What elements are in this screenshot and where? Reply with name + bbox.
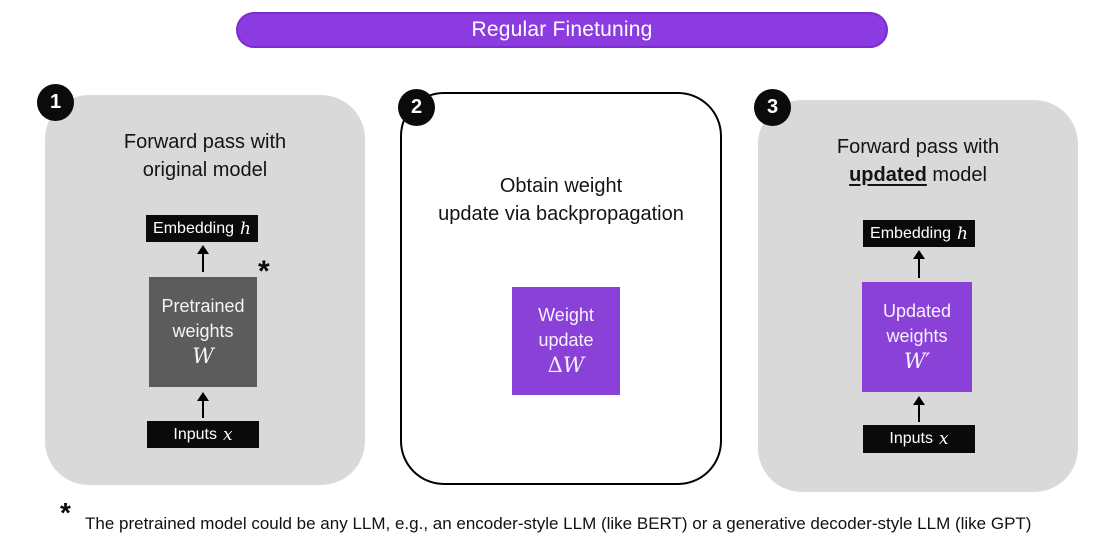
footnote-asterisk: *: [60, 497, 71, 528]
arrow-inputs-to-weights-updated-icon: [912, 396, 926, 422]
embedding-label: Embedding: [153, 219, 234, 237]
updated-weights-box: Updated weights W′: [862, 282, 972, 392]
embedding-box-original: Embedding h: [146, 215, 258, 242]
step-number-1: 1: [49, 91, 62, 113]
arrow-inputs-to-weights-icon: [196, 392, 210, 418]
step-badge-2: 2: [398, 89, 435, 126]
inputs-label-updated: Inputs: [889, 430, 933, 447]
weight-update-box: Weight update ΔW: [512, 287, 620, 395]
update-line1: Weight: [538, 305, 594, 325]
panel3-title-line2-rest: model: [926, 164, 987, 186]
update-line2: update: [538, 330, 594, 350]
update-var-delta: Δ: [547, 353, 563, 377]
panel2-title: Obtain weight update via backpropagation: [402, 172, 720, 228]
panel1-title-line2: original model: [142, 159, 268, 181]
panel2-title-line1: Obtain weight: [499, 175, 623, 197]
panel3-title-updated-word: updated: [849, 164, 927, 186]
inputs-label: Inputs: [173, 425, 217, 443]
panel2-title-line2: update via backpropagation: [438, 203, 684, 225]
embedding-var: h: [240, 218, 251, 239]
embedding-var-updated: h: [957, 223, 968, 244]
step-number-3: 3: [766, 96, 779, 118]
step-number-2: 2: [410, 96, 423, 118]
update-var-w: W: [562, 353, 585, 377]
weights-var: W: [192, 344, 214, 368]
pretrained-weights-box: Pretrained weights W: [149, 277, 257, 387]
inputs-var: x: [223, 424, 233, 445]
panel1-title: Forward pass with original model: [45, 128, 365, 184]
panel-weight-update: Obtain weight update via backpropagation…: [400, 92, 722, 485]
arrow-weights-to-embedding-icon: [196, 245, 210, 272]
footnote-text: The pretrained model could be any LLM, e…: [85, 514, 1032, 533]
panel-forward-pass-updated: Forward pass with updated model Embeddin…: [758, 100, 1078, 492]
embedding-box-updated: Embedding h: [863, 220, 975, 247]
panel1-title-line1: Forward pass with: [123, 131, 287, 153]
arrow-weights-to-embedding-updated-icon: [912, 250, 926, 278]
panel3-title-line1: Forward pass with: [836, 136, 1000, 158]
pretrained-box-asterisk: *: [258, 255, 270, 288]
panel3-title: Forward pass with updated model: [758, 133, 1078, 189]
embedding-label-updated: Embedding: [870, 224, 951, 242]
updated-weights-line2: weights: [886, 326, 948, 346]
weights-line2: weights: [172, 321, 234, 341]
step-badge-3: 3: [754, 89, 791, 126]
updated-weights-var: W′: [903, 349, 931, 373]
title-banner-label: Regular Finetuning: [471, 18, 653, 41]
title-banner: Regular Finetuning: [236, 12, 888, 48]
inputs-var-updated: x: [939, 429, 949, 449]
step-badge-1: 1: [37, 84, 74, 121]
panel-forward-pass-original: Forward pass with original model Embeddi…: [45, 95, 365, 485]
updated-weights-line1: Updated: [882, 301, 952, 321]
weights-line1: Pretrained: [161, 296, 245, 316]
